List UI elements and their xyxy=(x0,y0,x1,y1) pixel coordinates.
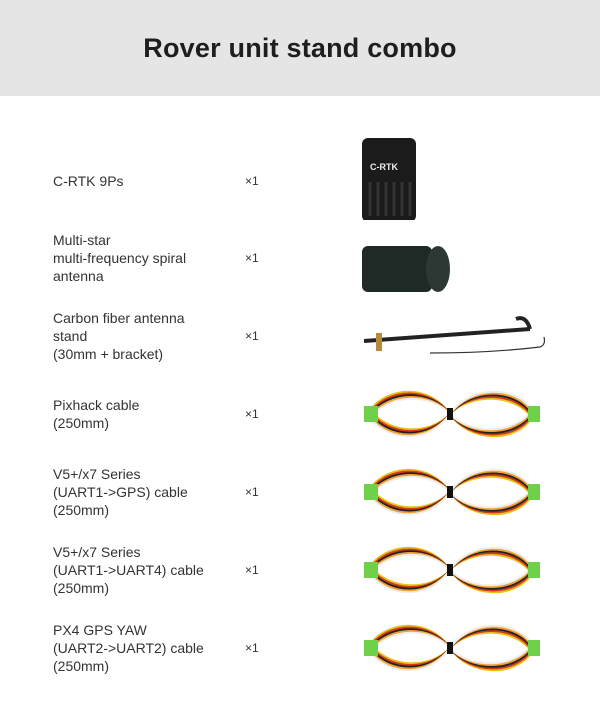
item-row: Carbon fiber antenna stand (30mm + brack… xyxy=(0,297,600,375)
svg-text:C-RTK: C-RTK xyxy=(370,162,398,172)
item-row: PX4 GPS YAW (UART2->UART2) cable (250mm)… xyxy=(0,609,600,687)
item-qty: ×1 xyxy=(245,407,259,421)
item-qty: ×1 xyxy=(245,563,259,577)
item-row: V5+/x7 Series (UART1->GPS) cable (250mm)… xyxy=(0,453,600,531)
item-name: V5+/x7 Series (UART1->GPS) cable (250mm) xyxy=(53,466,188,518)
item-row: C-RTK 9Ps ×1 C-RTK xyxy=(0,138,600,220)
item-name: V5+/x7 Series (UART1->UART4) cable (250m… xyxy=(53,544,204,596)
item-name: PX4 GPS YAW (UART2->UART2) cable (250mm) xyxy=(53,622,204,674)
header: Rover unit stand combo xyxy=(0,0,600,96)
item-qty: ×1 xyxy=(245,329,259,343)
cable-image xyxy=(364,468,540,516)
cable-image xyxy=(364,390,540,438)
item-row: Pixhack cable (250mm) ×1 xyxy=(0,375,600,453)
antenna-stand-image xyxy=(363,316,546,354)
item-qty: ×1 xyxy=(245,641,259,655)
item-name: Multi-star multi-frequency spiral antenn… xyxy=(53,232,187,284)
spiral-antenna-image xyxy=(362,246,450,292)
item-qty: ×1 xyxy=(245,251,259,265)
item-name: C-RTK 9Ps xyxy=(53,173,124,189)
item-row: V5+/x7 Series (UART1->UART4) cable (250m… xyxy=(0,531,600,609)
page-title: Rover unit stand combo xyxy=(143,32,457,63)
cable-image xyxy=(364,624,540,672)
item-qty: ×1 xyxy=(245,485,259,499)
item-qty: ×1 xyxy=(245,174,259,188)
item-name: Pixhack cable (250mm) xyxy=(53,397,140,431)
cable-image xyxy=(364,546,540,594)
item-row: Multi-star multi-frequency spiral antenn… xyxy=(0,219,600,297)
item-name: Carbon fiber antenna stand (30mm + brack… xyxy=(53,310,185,362)
rtk-module-image: C-RTK xyxy=(362,138,416,220)
